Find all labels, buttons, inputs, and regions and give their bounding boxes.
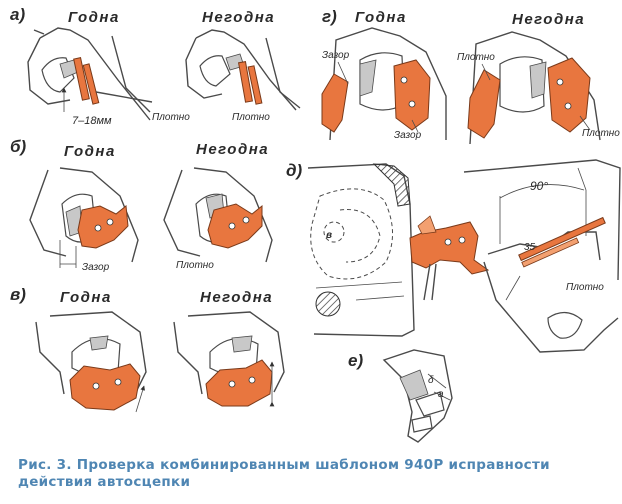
panel-g-letter: г) (322, 7, 337, 26)
panel-d: д) в 90° 3 (286, 159, 621, 353)
panel-d-tight-label: Плотно (566, 282, 604, 293)
panel-d-mark-label: в (326, 230, 332, 241)
panel-g-gap-label-2: Зазор (394, 130, 422, 141)
panel-e-alpha-label: а (438, 389, 444, 400)
panel-v-good-label: Годна (60, 289, 112, 306)
panel-b: б) Годна Негодна Зазор Плотно (10, 137, 273, 273)
panel-g-bad-label: Негодна (512, 11, 585, 28)
panel-d-angle-label: 90° (530, 179, 548, 193)
panel-g-gap-label-1: Зазор (322, 50, 350, 61)
panel-g-bad-coupler (467, 31, 601, 145)
panel-e-letter: е) (348, 351, 363, 370)
panel-v-good-coupler (35, 311, 147, 413)
panel-a-good-label: Годна (68, 9, 120, 26)
panel-g-tight-label-2: Плотно (582, 128, 620, 139)
panel-d-side-view (463, 159, 621, 353)
panel-a-dim-label: 7–18мм (72, 115, 112, 127)
panel-a-bad-label: Негодна (202, 9, 275, 26)
panel-e-delta-label: δ (428, 375, 434, 386)
panel-g-good-coupler (321, 27, 447, 141)
panel-b-tight-label: Плотно (176, 260, 214, 271)
panel-v-letter: в) (10, 285, 26, 304)
panel-b-bad-coupler (163, 167, 273, 263)
panel-d-letter: д) (286, 161, 303, 180)
figure-caption: Рис. 3. Проверка комбинированным шаблоно… (18, 457, 618, 491)
panel-b-good-coupler (29, 167, 139, 268)
panel-b-bad-label: Негодна (196, 141, 269, 158)
panel-v-bad-label: Негодна (200, 289, 273, 306)
panel-v-bad-coupler (173, 311, 285, 407)
panel-a-tight-label-2: Плотно (232, 112, 270, 123)
panel-v: в) Годна Негодна (10, 285, 285, 413)
panel-g: г) Годна Негодна Зазор Зазор Плотно Плот… (321, 7, 620, 145)
caption-line-2: действия автосцепки (18, 474, 191, 490)
panel-a-bad-coupler (185, 29, 301, 111)
panel-g-good-label: Годна (355, 9, 407, 26)
panel-d-cross-section: в (307, 163, 490, 337)
panel-g-tight-label-1: Плотно (457, 52, 495, 63)
panel-e: е) δ а (348, 349, 453, 443)
panel-a-tight-label-1: Плотно (152, 112, 190, 123)
panel-a: а) Годна Негодна 7–18мм Плотно Плотно (10, 5, 301, 127)
panel-b-letter: б) (10, 137, 27, 156)
caption-line-1: Рис. 3. Проверка комбинированным шаблоно… (18, 457, 550, 473)
panel-d-dim-label: 35 (524, 242, 536, 253)
panel-b-good-label: Годна (64, 143, 116, 160)
panel-a-letter: а) (10, 5, 25, 24)
panel-e-coupler (382, 349, 453, 443)
panel-a-good-coupler (27, 27, 153, 121)
panel-b-gap-label: Зазор (82, 262, 110, 273)
